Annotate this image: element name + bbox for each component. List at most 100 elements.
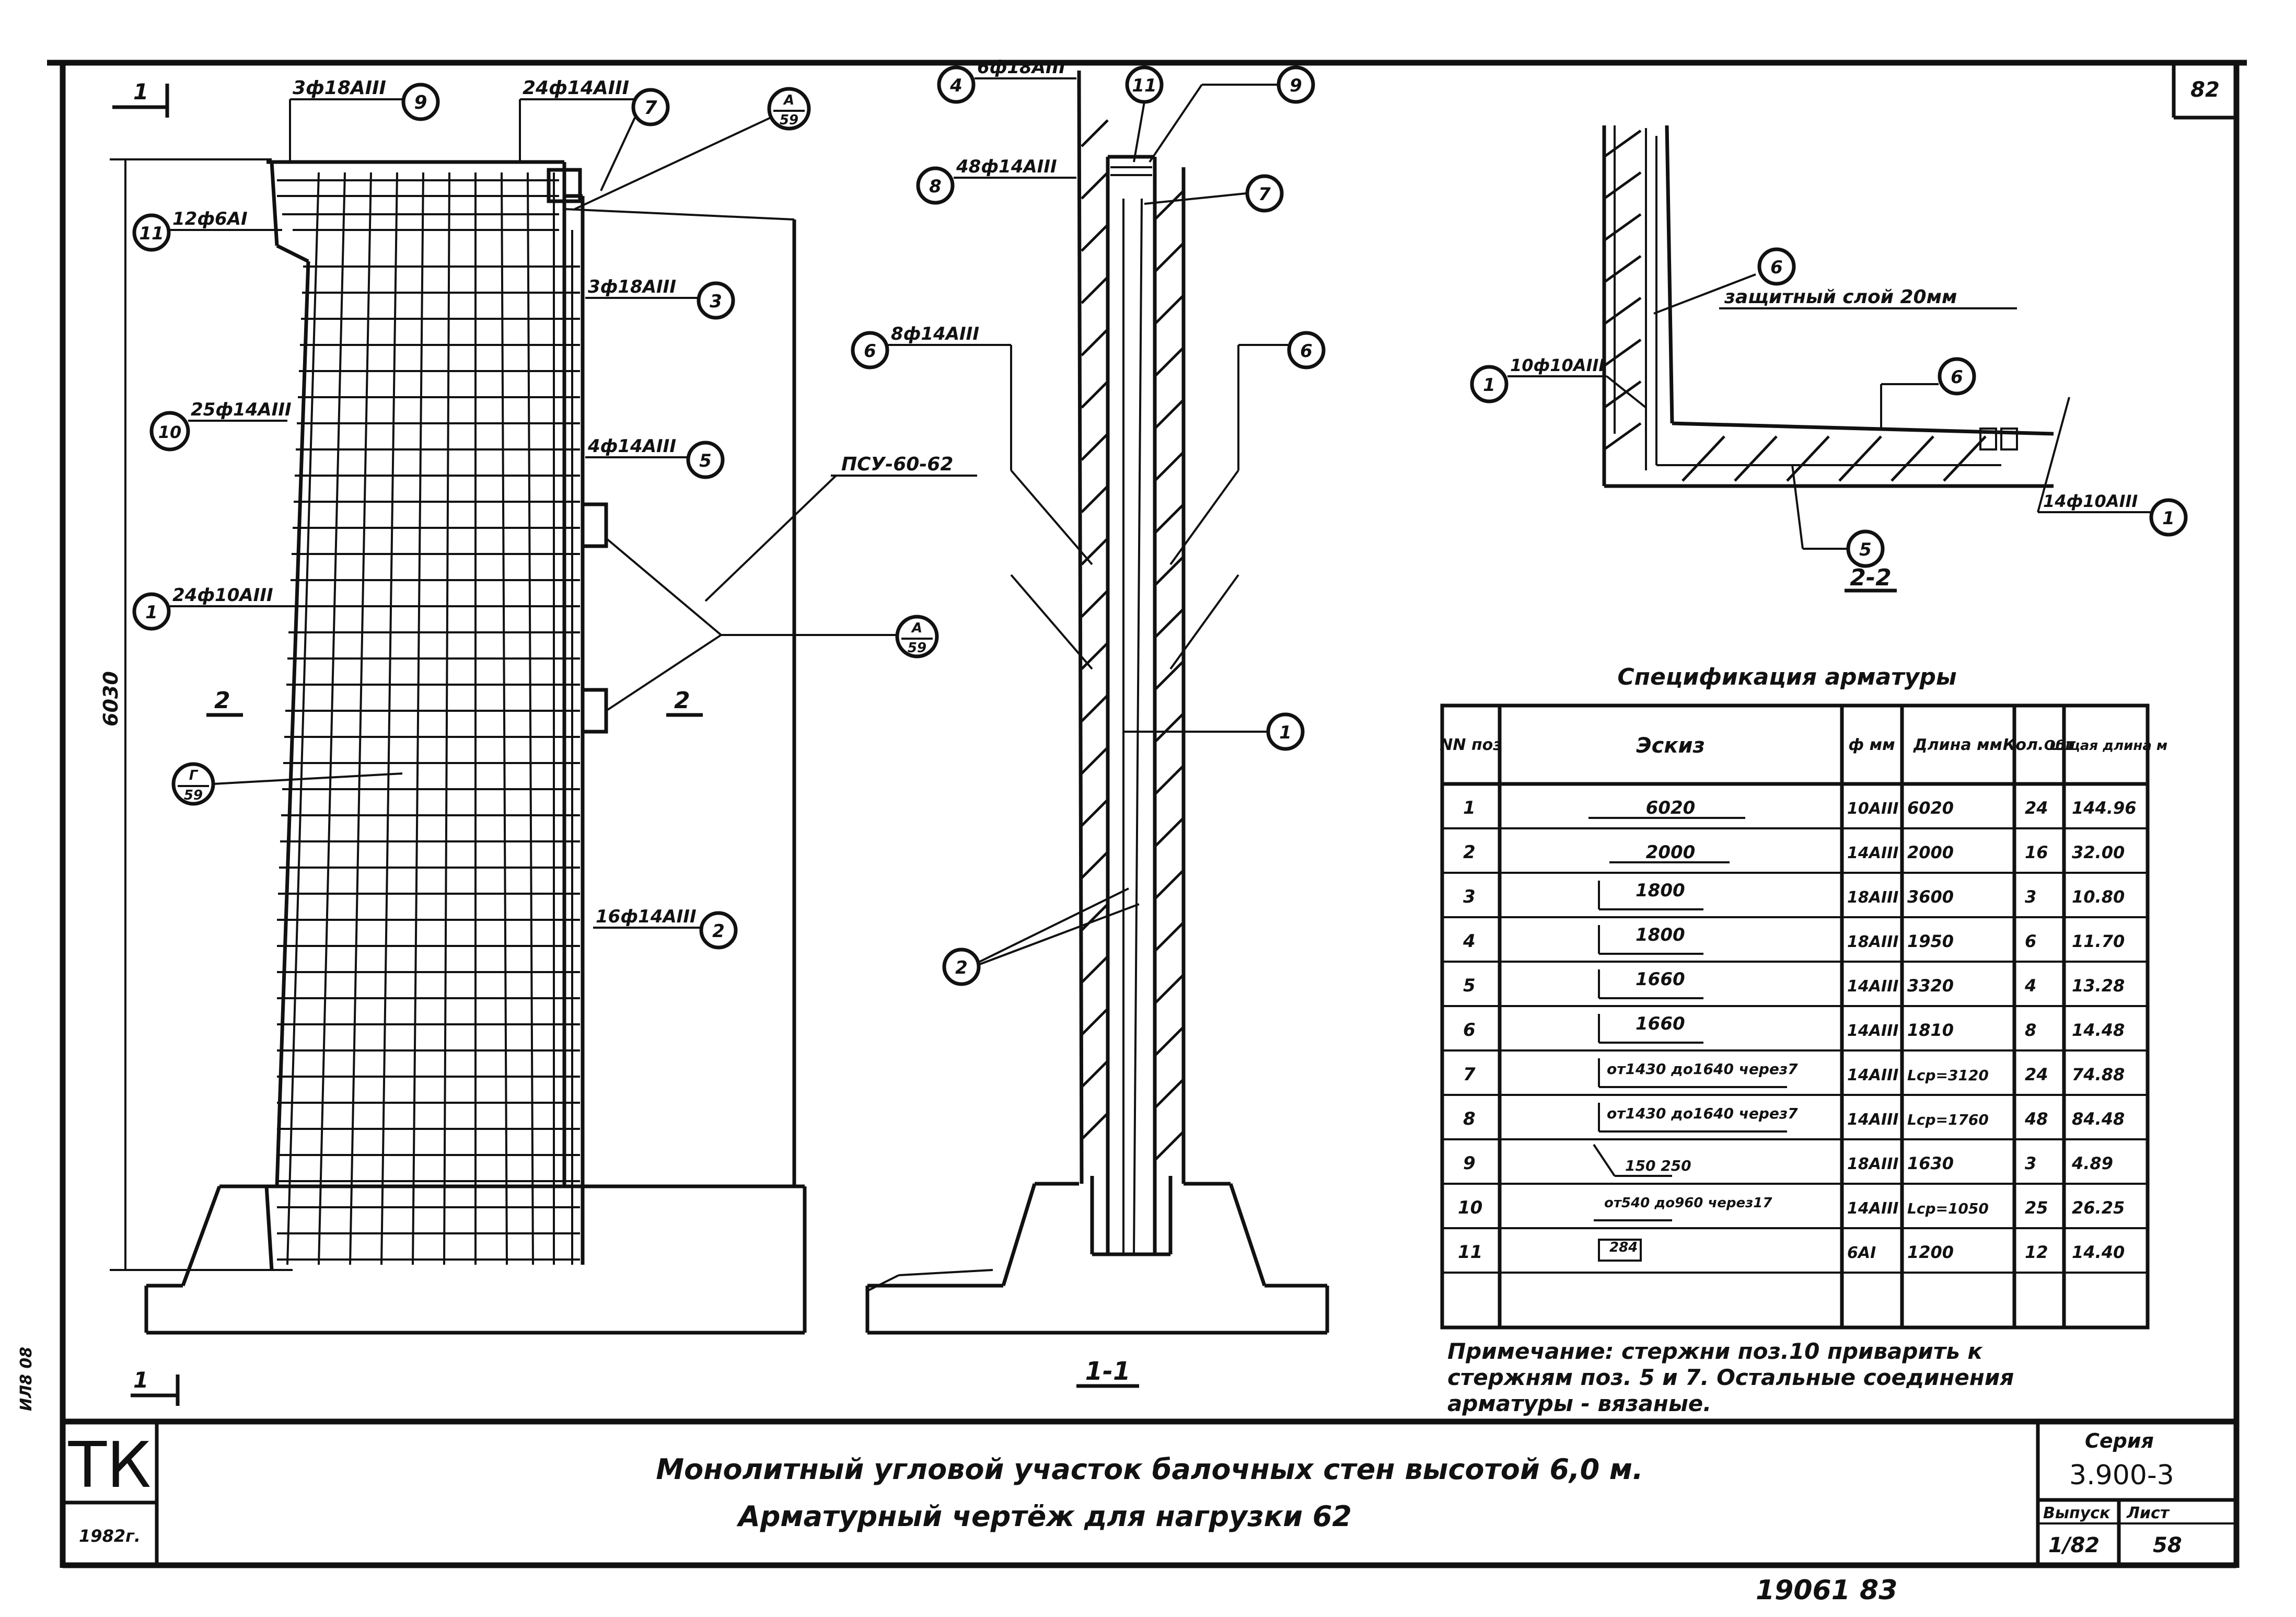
svg-text:Длина мм: Длина мм [1913,736,2002,754]
svg-text:Примечание: стержни поз.10 при: Примечание: стержни поз.10 приварить к [1447,1338,1983,1364]
svg-text:1810: 1810 [1907,1020,1954,1040]
svg-text:14.48: 14.48 [2072,1020,2125,1040]
spec-table: Спецификация арматуры NN поз Эскиз ф мм … [1440,664,2167,1330]
svg-text:2: 2 [1463,842,1476,863]
svg-text:от1430 до1640 через7: от1430 до1640 через7 [1607,1060,1798,1078]
svg-text:59: 59 [908,640,926,656]
svg-text:1200: 1200 [1907,1242,1954,1262]
svg-text:4.89: 4.89 [2071,1153,2113,1173]
sec-callout-7: 7 [1144,174,1284,213]
svg-text:стержням поз. 5 и 7. Остальные: стержням поз. 5 и 7. Остальные соединени… [1447,1365,2014,1390]
svg-text:Lср=1050: Lср=1050 [1907,1200,1989,1217]
sec-callout-2: 2 [942,887,1140,986]
title-line-2: Арматурный чертёж для нагрузки 62 [736,1500,1352,1533]
callout-5: 4ф14АIII 5 [585,436,725,479]
svg-text:25: 25 [2025,1198,2048,1218]
svg-text:14АIII: 14АIII [1847,844,1898,862]
svg-text:8ф14АIII: 8ф14АIII [891,324,979,344]
svg-text:А: А [783,93,794,108]
svg-text:10: 10 [158,422,182,442]
svg-text:Г: Г [189,768,199,783]
svg-text:48ф14АIII: 48ф14АIII [956,156,1057,177]
svg-text:1660: 1660 [1636,1013,1685,1034]
svg-text:1: 1 [145,602,158,623]
svg-text:10: 10 [1458,1197,1482,1218]
sheet-value: 58 [2153,1533,2182,1557]
svg-text:6: 6 [1951,367,1963,388]
table-row: 3 1800 18АIII 3600 3 10.80 [1463,880,2125,910]
svg-text:Эскиз: Эскиз [1636,734,1704,758]
svg-text:6020: 6020 [1646,798,1696,818]
sec-callout-4: 4 6ф18АIII [937,57,1076,104]
svg-text:6: 6 [1463,1020,1476,1041]
svg-text:11.70: 11.70 [2072,931,2125,951]
svg-text:4: 4 [1463,931,1476,952]
svg-text:6020: 6020 [1907,798,1954,818]
svg-text:9: 9 [1290,75,1302,96]
note: Примечание: стержни поз.10 приварить к с… [1447,1338,2014,1416]
svg-text:14АIII: 14АIII [1847,1111,1898,1129]
title-block: ТК 1982г. Монолитный угловой участок бал… [63,1422,2236,1565]
svg-text:18АIII: 18АIII [1847,1155,1898,1173]
svg-text:150 250: 150 250 [1625,1157,1691,1174]
svg-text:14.40: 14.40 [2072,1242,2125,1262]
height-dimension: 6030 [99,671,122,726]
svg-text:8: 8 [929,176,942,197]
svg-text:7: 7 [1258,184,1271,205]
svg-text:284: 284 [1609,1240,1638,1255]
svg-text:14АIII: 14АIII [1847,1022,1898,1040]
svg-text:13.28: 13.28 [2072,976,2125,996]
svg-text:10.80: 10.80 [2072,887,2125,907]
svg-text:3600: 3600 [1907,887,1954,907]
callout-3: 3ф18АIII 3 [585,276,735,320]
svg-text:1: 1 [2162,508,2175,529]
series-value: 3.900-3 [2069,1460,2174,1491]
rebar-grid [277,172,580,1265]
svg-text:3: 3 [2025,887,2036,907]
svg-text:84.48: 84.48 [2072,1109,2125,1129]
svg-text:от540 до960 через17: от540 до960 через17 [1604,1195,1772,1211]
svg-text:Lср=1760: Lср=1760 [1907,1111,1989,1128]
svg-text:1: 1 [1279,722,1292,743]
svg-text:2000: 2000 [1907,842,1954,862]
svg-text:Кол. шт: Кол. шт [2003,736,2076,754]
sheet-label: Лист [2126,1504,2170,1522]
spec-title: Спецификация арматуры [1617,664,1956,690]
sheet-number: 82 [2190,78,2220,102]
svg-text:NN поз: NN поз [1440,736,1502,754]
callout-11: 11 12ф6АI [132,209,282,252]
svg-text:24ф10АIII: 24ф10АIII [172,585,273,606]
svg-text:7: 7 [644,97,657,119]
table-row: 1 6020 10АIII 6020 24 144.96 [1463,798,2136,819]
svg-text:14АIII: 14АIII [1847,1199,1898,1218]
svg-text:1630: 1630 [1907,1153,1954,1173]
table-row: 2 2000 14АIII 2000 16 32.00 [1463,842,2125,863]
sheet-frame: 82 ИЛ8 08 [17,60,2247,1568]
svg-text:3: 3 [710,291,722,312]
svg-text:11: 11 [1132,75,1156,96]
svg-text:4: 4 [949,75,963,96]
svg-text:16ф14АIII: 16ф14АIII [596,906,697,927]
svg-text:Общая длина м: Общая длина м [2044,738,2167,754]
svg-text:от1430 до1640 через7: от1430 до1640 через7 [1607,1105,1798,1122]
svg-text:74.88: 74.88 [2072,1065,2125,1084]
svg-text:10АIII: 10АIII [1847,800,1898,818]
sec-callout-6-right: 6 [1169,331,1326,670]
callout-9: 3ф18АIII 9 [289,77,440,162]
svg-text:26.25: 26.25 [2072,1198,2125,1218]
svg-text:А: А [911,620,922,636]
svg-text:ф мм: ф мм [1848,736,1895,754]
svg-text:6: 6 [2025,931,2036,951]
view-marker-left: 2 [214,687,230,714]
svg-text:9: 9 [414,92,427,113]
svg-text:11: 11 [1458,1242,1482,1263]
svg-text:14АIII: 14АIII [1847,1066,1898,1084]
sec-callout-1: 1 [1123,712,1305,751]
view-marker-right: 2 [674,687,690,714]
svg-text:1950: 1950 [1907,931,1954,951]
table-row: 11 284 6АI 1200 12 14.40 [1458,1239,2125,1263]
svg-text:1800: 1800 [1636,880,1685,901]
title-line-1: Монолитный угловой участок балочных стен… [656,1453,1643,1486]
callout-7: 24ф14АIII 7 [519,77,670,191]
